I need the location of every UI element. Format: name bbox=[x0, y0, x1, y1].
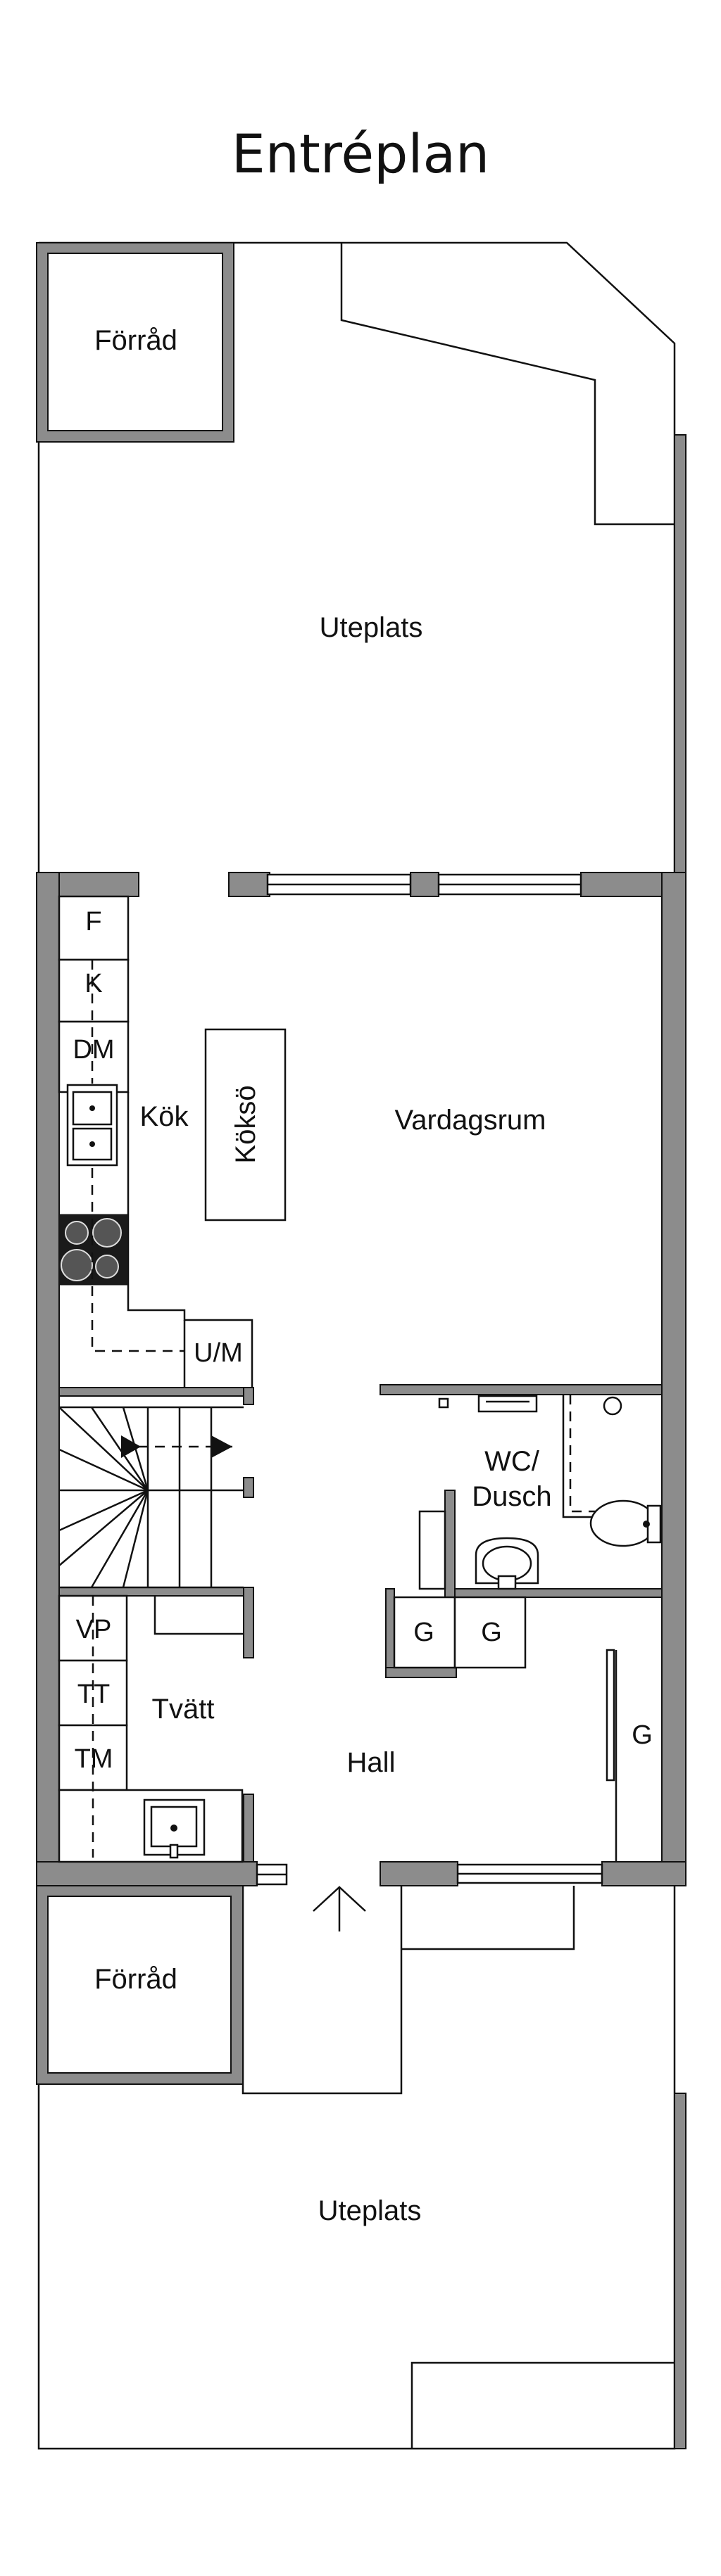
label-kitchen-island: Köksö bbox=[230, 1085, 261, 1163]
label-tumble: TT bbox=[77, 1680, 110, 1709]
label-dryer: VP bbox=[76, 1615, 112, 1644]
house-walls bbox=[36, 872, 686, 1886]
kitchen bbox=[58, 895, 287, 1388]
label-freezer: K bbox=[84, 969, 102, 998]
label-kitchen: Kök bbox=[140, 1101, 189, 1132]
bathroom bbox=[418, 1395, 662, 1590]
label-oven-micro: U/M bbox=[194, 1338, 243, 1368]
label-storage-bottom: Förråd bbox=[94, 1964, 177, 1995]
laundry bbox=[58, 1594, 244, 1863]
entrance bbox=[256, 1863, 366, 1931]
label-wardrobe-1: G bbox=[413, 1618, 434, 1647]
label-patio-bottom: Uteplats bbox=[318, 2195, 422, 2226]
storage-top bbox=[36, 242, 234, 443]
label-wc-line1: WC/ bbox=[484, 1446, 540, 1477]
label-storage-top: Förråd bbox=[94, 325, 177, 356]
plan-title: Entréplan bbox=[232, 122, 489, 185]
bottom-outdoor-area bbox=[36, 1885, 686, 2450]
staircase bbox=[58, 1406, 244, 1589]
label-living-room: Vardagsrum bbox=[395, 1105, 546, 1136]
label-fridge: F bbox=[85, 907, 101, 937]
top-outdoor-area bbox=[37, 241, 686, 875]
hall-wardrobes bbox=[393, 1596, 527, 1669]
label-wc-line2: Dusch bbox=[472, 1481, 551, 1512]
label-patio-top: Uteplats bbox=[320, 612, 423, 643]
label-wardrobe-2: G bbox=[481, 1618, 502, 1647]
label-washer: TM bbox=[75, 1744, 113, 1774]
windows bbox=[266, 873, 617, 1884]
label-hall: Hall bbox=[347, 1747, 396, 1778]
label-dishwasher: DM bbox=[73, 1035, 114, 1065]
label-laundry: Tvätt bbox=[152, 1694, 215, 1725]
label-wardrobe-3: G bbox=[632, 1720, 653, 1750]
